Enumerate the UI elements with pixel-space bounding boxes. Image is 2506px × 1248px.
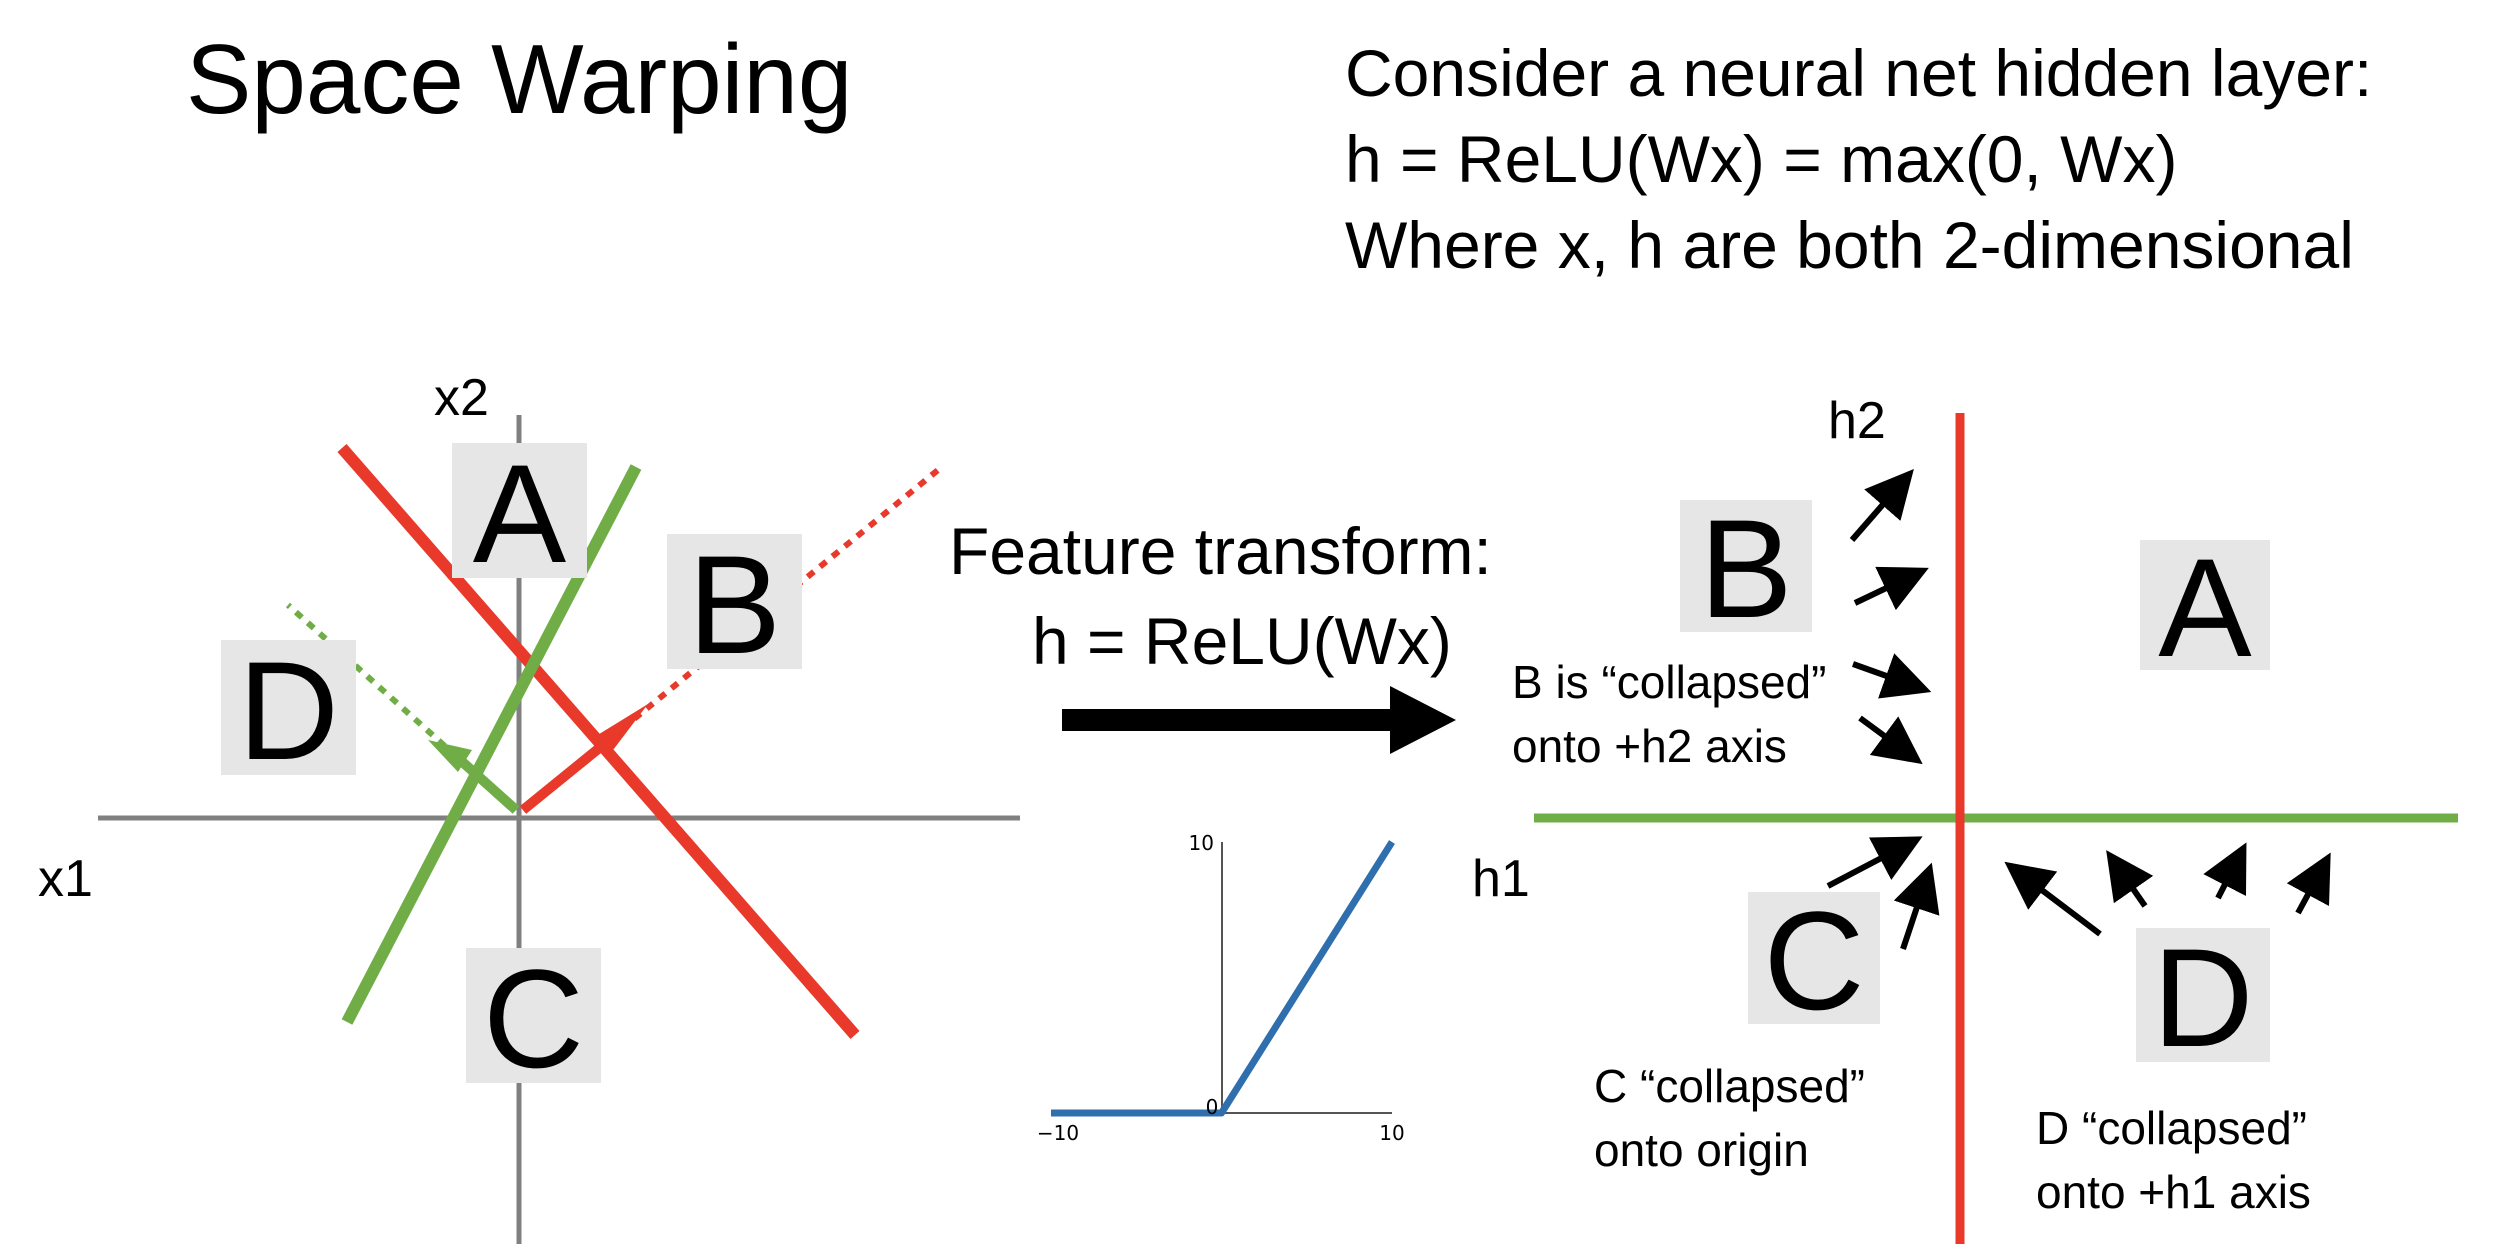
note-b-line1: B is “collapsed” <box>1512 656 1827 708</box>
collapse-arrow <box>1858 715 1923 765</box>
region-c-input: C <box>466 948 601 1090</box>
collapse-arrow <box>1893 862 1940 950</box>
green-line <box>341 464 642 1025</box>
h1-axis-label: h1 <box>1472 850 1530 908</box>
collapse-arrow <box>1826 836 1923 889</box>
note-d-line1: D “collapsed” <box>2036 1102 2307 1154</box>
red-line <box>337 444 860 1039</box>
description: Consider a neural net hidden layer: h = … <box>1345 30 2372 288</box>
note-c-line2: onto origin <box>1594 1124 1809 1176</box>
red-arrowhead <box>596 704 648 754</box>
x1-axis-label: x1 <box>38 850 93 908</box>
green-arrow-shaft <box>454 754 520 814</box>
collapse-arrow <box>1851 653 1932 699</box>
transform-label-line2: h = ReLU(Wx) <box>1032 604 1452 678</box>
relu-chart: −10 0 10 10 <box>1037 831 1405 1145</box>
note-c: C “collapsed” onto origin <box>1594 1054 1865 1182</box>
region-a-output: A <box>2140 538 2270 678</box>
collapse-arrow <box>2004 861 2102 937</box>
relu-xtick: 10 <box>1379 1121 1404 1145</box>
collapse-arrow <box>2286 852 2331 915</box>
region-b-input: B <box>667 534 802 676</box>
region-c-output: C <box>1748 891 1880 1031</box>
page-title: Space Warping <box>186 24 853 134</box>
description-line: h = ReLU(Wx) = max(0, Wx) <box>1345 122 2178 196</box>
relu-ytick: 10 <box>1189 831 1214 855</box>
description-line: Where x, h are both 2-dimensional <box>1345 208 2354 282</box>
note-d: D “collapsed” onto +h1 axis <box>2036 1096 2311 1224</box>
x2-axis-label: x2 <box>434 369 489 427</box>
collapse-arrow <box>2106 850 2154 908</box>
region-d-input: D <box>221 640 356 782</box>
relu-xtick: 0 <box>1206 1095 1219 1119</box>
note-d-line2: onto +h1 axis <box>2036 1166 2311 1218</box>
transform-arrowhead <box>1390 686 1456 754</box>
green-arrowhead <box>428 740 472 772</box>
relu-xtick: −10 <box>1037 1121 1079 1145</box>
note-b: B is “collapsed” onto +h2 axis <box>1512 650 1826 778</box>
note-b-line2: onto +h2 axis <box>1512 720 1787 772</box>
h2-axis-label: h2 <box>1828 392 1886 450</box>
collapse-arrow <box>2203 842 2247 900</box>
region-b-output: B <box>1680 499 1812 639</box>
transform-label-line1: Feature transform: <box>949 514 1492 588</box>
note-c-line1: C “collapsed” <box>1594 1060 1865 1112</box>
region-d-output: D <box>2136 928 2270 1068</box>
collapse-arrow <box>1849 468 1914 542</box>
red-arrow-shaft <box>519 741 607 814</box>
region-a-input: A <box>452 443 587 585</box>
description-line: Consider a neural net hidden layer: <box>1345 36 2373 110</box>
relu-line <box>1051 840 1395 1117</box>
collapse-arrow <box>1853 566 1929 611</box>
